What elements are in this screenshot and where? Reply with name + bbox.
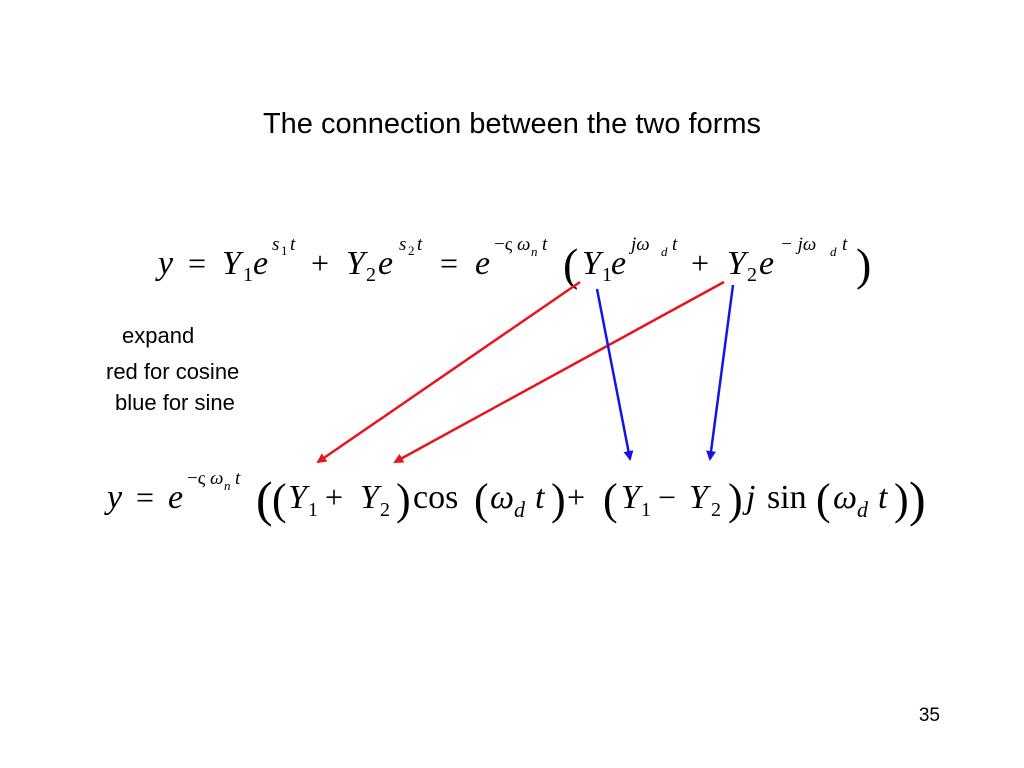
eq-top-d2: d bbox=[830, 244, 837, 259]
eq-top-neg-j-omega: − jω bbox=[780, 234, 816, 255]
eq-bot-plus-1: + bbox=[325, 479, 343, 515]
eq-top-equals-1: = bbox=[188, 245, 206, 281]
note-red-cosine: red for cosine bbox=[106, 359, 240, 384]
blue-arrow-sine-1 bbox=[595, 288, 634, 461]
eq-top-plus-2: + bbox=[691, 245, 709, 281]
eq-bot-Y2b: Y bbox=[689, 479, 711, 516]
eq-bot-Y1b-sub: 1 bbox=[641, 499, 651, 521]
eq-top-e4: e bbox=[611, 245, 626, 282]
eq-top-omega-n: ω bbox=[517, 234, 530, 255]
eq-bot-t2: t bbox=[878, 479, 889, 516]
eq-top-t2: t bbox=[417, 234, 423, 255]
eq-bot-Y1a-sub: 1 bbox=[308, 499, 318, 521]
eq-bot-t1: t bbox=[535, 479, 546, 516]
eq-top-e5: e bbox=[759, 245, 774, 282]
eq-bot-lparen-1: ( bbox=[272, 475, 287, 524]
eq-top-t1: t bbox=[290, 234, 296, 255]
eq-bot-Y2b-sub: 2 bbox=[711, 499, 721, 521]
equation-top: y = Y 1 e s 1 t + Y 2 e s 2 t = e −ς ω n… bbox=[155, 234, 871, 290]
eq-top-Y2: Y bbox=[346, 245, 368, 282]
eq-top-Y2-sub: 2 bbox=[366, 264, 376, 286]
eq-top-Y1b: Y bbox=[582, 245, 604, 282]
eq-bot-Y1b: Y bbox=[621, 479, 643, 516]
eq-top-Y2b: Y bbox=[727, 245, 749, 282]
eq-bot-rparen-2: ) bbox=[551, 475, 566, 524]
eq-bot-lparen-2: ( bbox=[474, 475, 489, 524]
eq-bot-omega-d1: ω bbox=[490, 479, 514, 516]
eq-bot-d2: d bbox=[857, 497, 869, 522]
eq-top-n: n bbox=[531, 244, 538, 259]
eq-bot-Y2a: Y bbox=[360, 479, 382, 516]
eq-bot-rparen-1: ) bbox=[396, 475, 411, 524]
eq-top-t4: t bbox=[672, 234, 678, 255]
eq-bot-y: y bbox=[104, 479, 123, 516]
red-arrow-cosine-1 bbox=[316, 280, 581, 464]
eq-bot-equals: = bbox=[136, 479, 154, 515]
eq-top-s2: s bbox=[399, 234, 406, 255]
note-expand: expand bbox=[122, 323, 195, 348]
eq-top-s1-sub: 1 bbox=[281, 243, 288, 258]
eq-bot-d1: d bbox=[514, 497, 526, 522]
eq-top-y: y bbox=[155, 245, 174, 282]
eq-bot-plus-2: + bbox=[567, 479, 585, 515]
eq-top-s2-sub: 2 bbox=[408, 243, 415, 258]
eq-top-t3: t bbox=[542, 234, 548, 255]
eq-bot-neg-zeta: −ς bbox=[187, 468, 206, 489]
red-arrow-cosine-2 bbox=[393, 280, 725, 464]
eq-top-Y1: Y bbox=[222, 245, 244, 282]
eq-bot-omega-d2: ω bbox=[833, 479, 857, 516]
eq-top-rparen: ) bbox=[856, 239, 871, 290]
eq-top-s1: s bbox=[272, 234, 279, 255]
eq-top-Y1-sub: 1 bbox=[243, 264, 253, 286]
eq-bot-rparen-4: ) bbox=[894, 475, 909, 524]
eq-top-Y1b-sub: 1 bbox=[602, 264, 612, 286]
eq-bot-sin: sin bbox=[767, 479, 807, 516]
eq-bot-j: j bbox=[742, 479, 755, 516]
eq-bot-lparen-3: ( bbox=[603, 475, 618, 524]
slide-title: The connection between the two forms bbox=[262, 108, 762, 140]
eq-top-neg-zeta: −ς bbox=[494, 234, 513, 255]
eq-top-t5: t bbox=[842, 234, 848, 255]
arrows bbox=[316, 280, 735, 464]
page-number: 35 bbox=[918, 705, 940, 726]
eq-bot-lparen-outer: ( bbox=[256, 471, 273, 527]
eq-bot-Y1a: Y bbox=[288, 479, 310, 516]
eq-bot-cos: cos bbox=[413, 479, 458, 516]
eq-top-e3: e bbox=[475, 245, 490, 282]
eq-bot-rparen-3: ) bbox=[728, 475, 743, 524]
eq-top-d1: d bbox=[661, 244, 668, 259]
eq-top-lparen: ( bbox=[563, 239, 578, 290]
eq-bot-minus: − bbox=[658, 479, 676, 515]
eq-bot-t-exp: t bbox=[235, 468, 241, 489]
eq-top-equals-2: = bbox=[440, 245, 458, 281]
eq-bot-rparen-outer: ) bbox=[909, 471, 926, 527]
eq-bot-Y2a-sub: 2 bbox=[380, 499, 390, 521]
eq-top-Y2b-sub: 2 bbox=[747, 264, 757, 286]
eq-bot-omega-n: ω bbox=[210, 468, 223, 489]
eq-top-plus-1: + bbox=[311, 245, 329, 281]
eq-top-j-omega: jω bbox=[628, 234, 650, 255]
note-blue-sine: blue for sine bbox=[115, 390, 235, 415]
blue-arrow-sine-2 bbox=[706, 284, 735, 461]
eq-bot-e: e bbox=[168, 479, 183, 516]
eq-top-e2: e bbox=[378, 245, 393, 282]
equation-bottom: y = e −ς ω n t ( ( Y 1 + Y 2 ) cos ( ω d… bbox=[104, 468, 926, 527]
eq-bot-lparen-4: ( bbox=[816, 475, 831, 524]
eq-top-e1: e bbox=[253, 245, 268, 282]
eq-bot-n: n bbox=[224, 478, 231, 493]
